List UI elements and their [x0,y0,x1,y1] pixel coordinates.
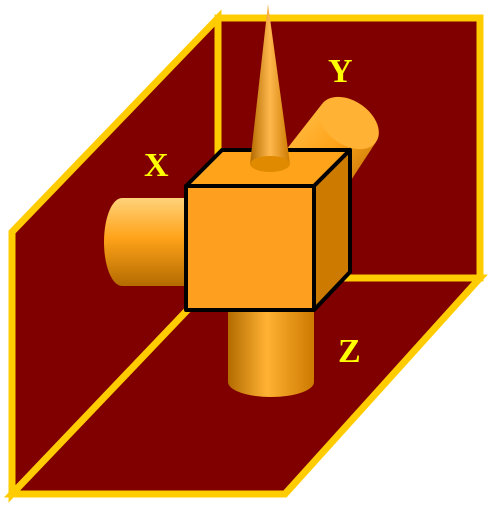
center-cube [184,148,352,312]
x-axis-cylinder [104,198,188,286]
y-axis-label: Y [328,53,353,90]
z-axis-label: Z [338,333,361,370]
x-axis-label: X [144,147,169,184]
z-axis-cylinder [228,300,314,397]
cone-spike [250,4,290,172]
cube-front-face [184,184,316,312]
